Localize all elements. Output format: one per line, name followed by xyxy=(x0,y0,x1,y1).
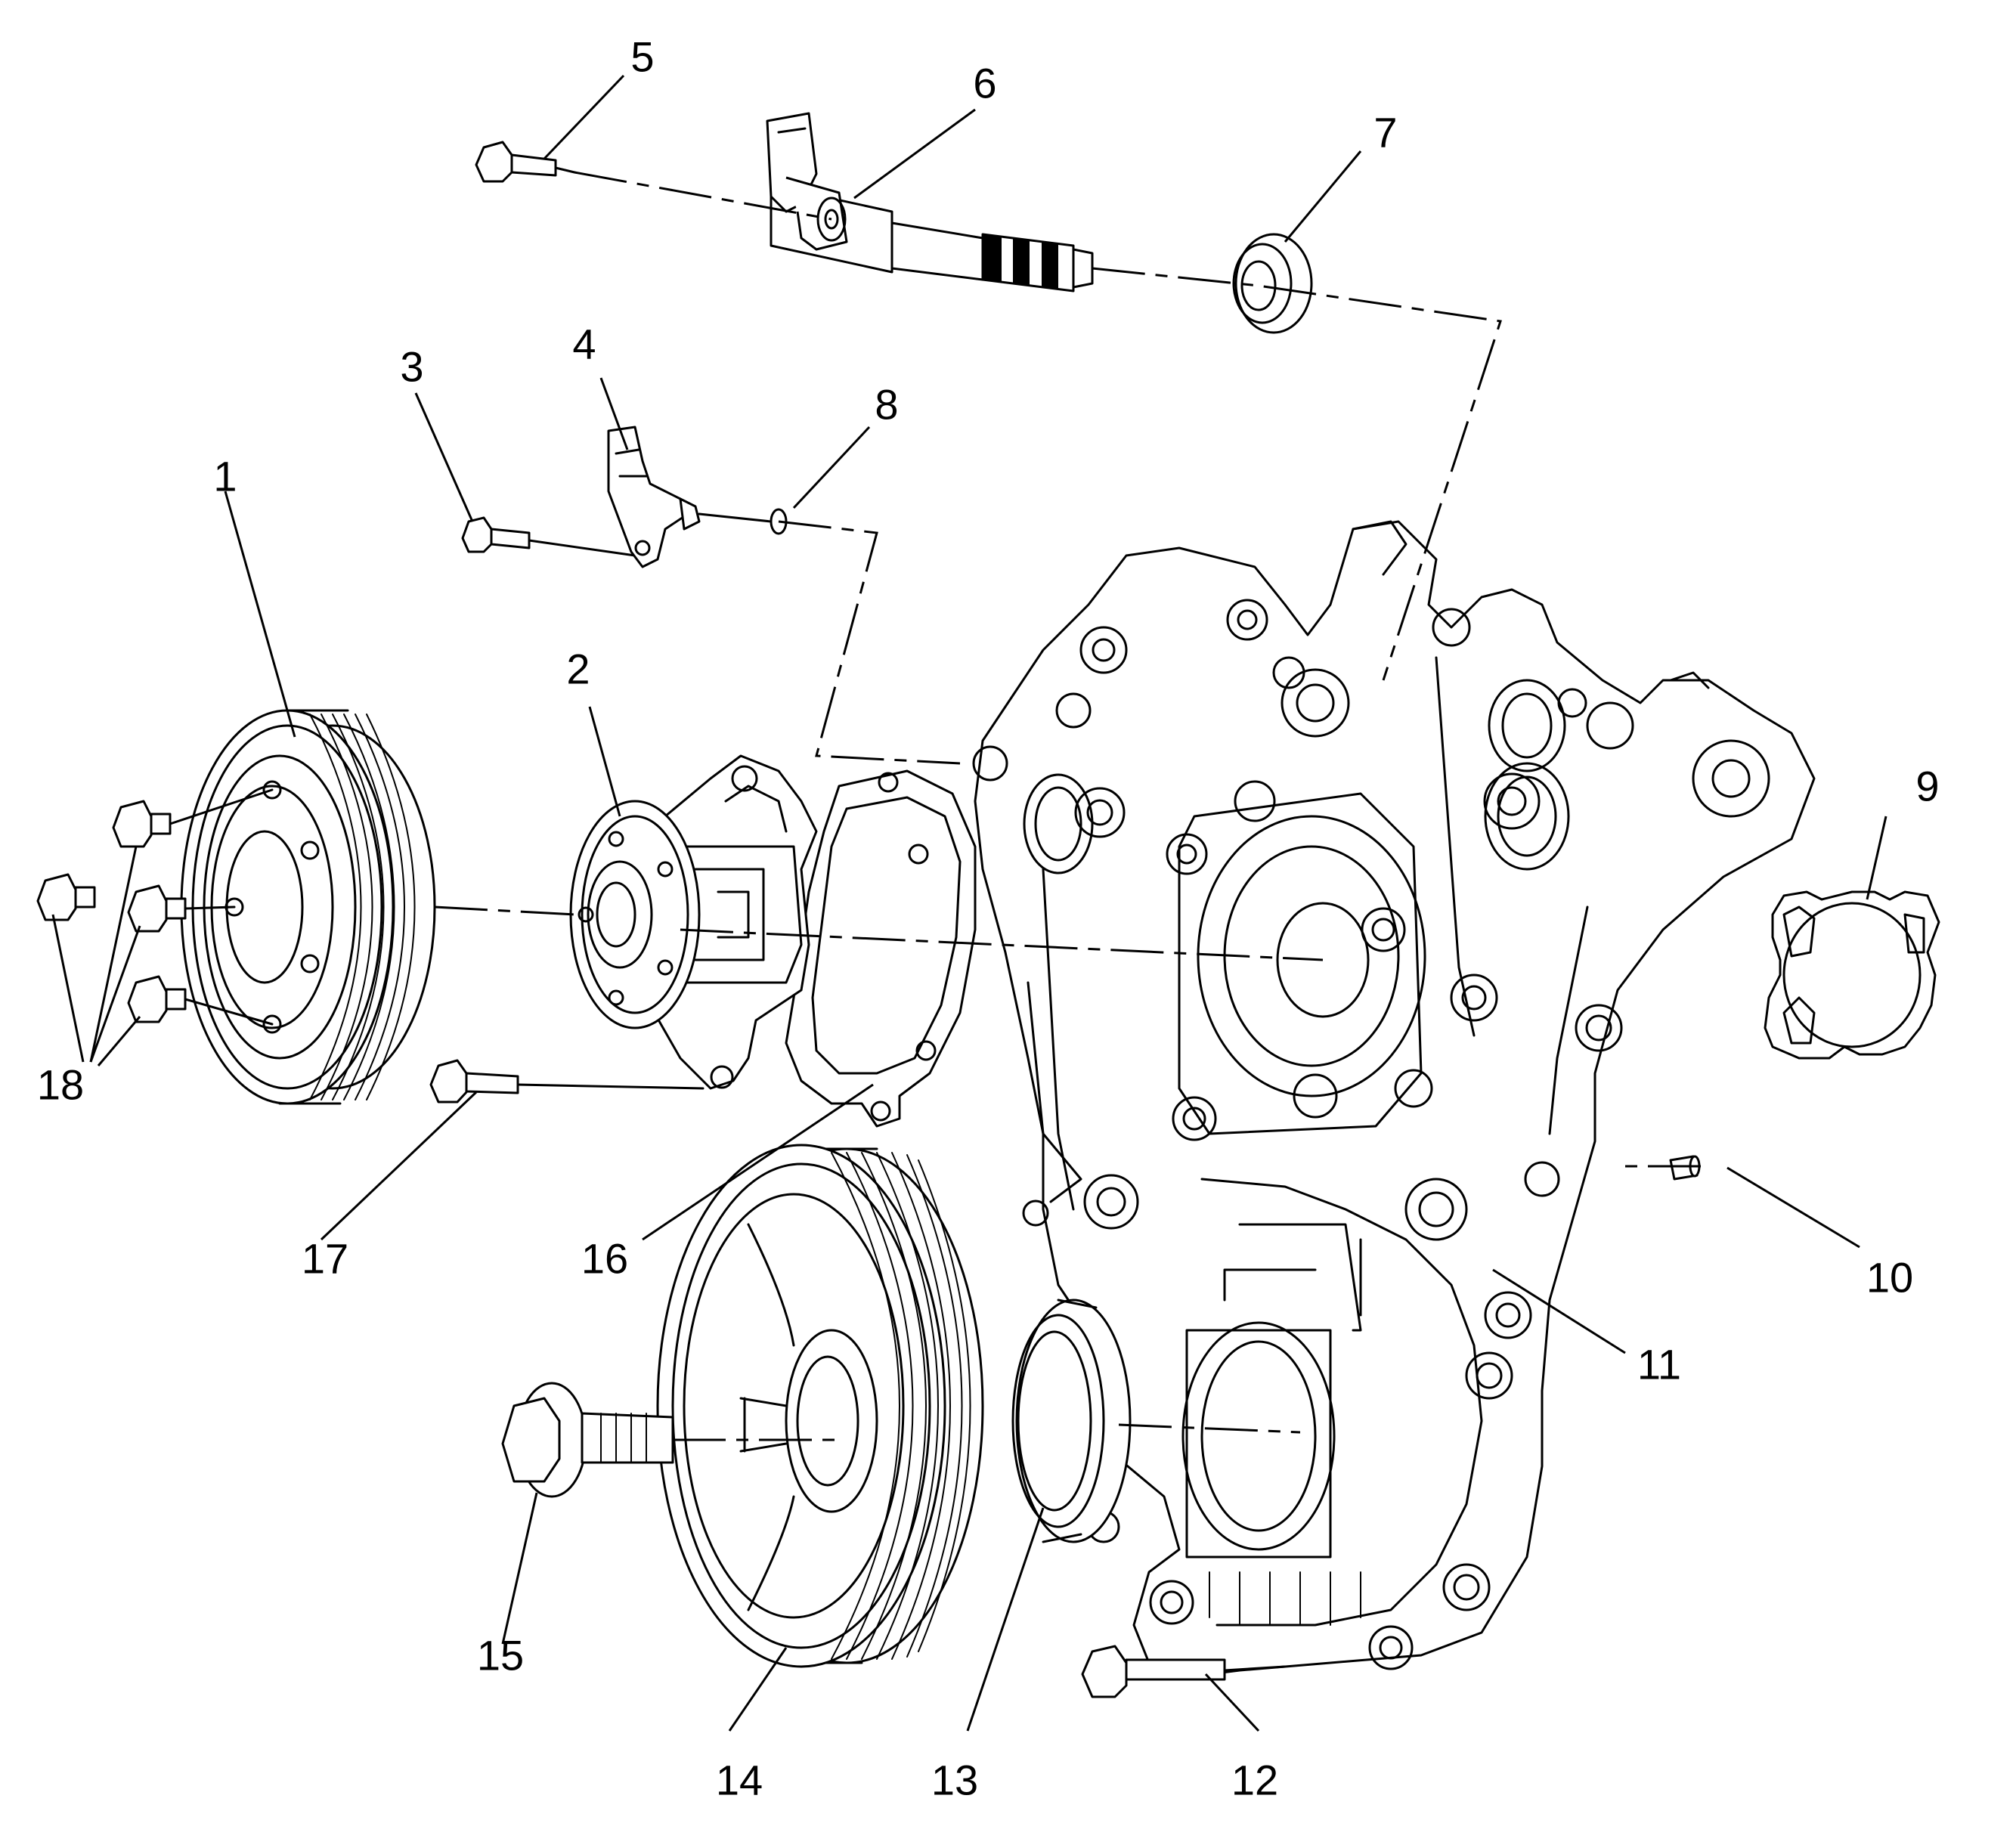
water-pump xyxy=(569,754,818,1090)
callout-18: 18 xyxy=(37,1061,84,1109)
water-pump-pulley xyxy=(180,709,436,1105)
sensor-bolt xyxy=(461,516,636,557)
callout-9: 9 xyxy=(1915,763,1939,810)
solenoid-seal xyxy=(1232,233,1313,334)
callout-5: 5 xyxy=(630,33,654,81)
callout-7: 7 xyxy=(1373,109,1397,156)
front-crankshaft-seal xyxy=(1011,1299,1132,1543)
callout-17: 17 xyxy=(302,1235,348,1283)
callout-labels: 1 2 3 4 5 6 7 8 9 10 11 12 13 14 15 16 1… xyxy=(37,33,1940,1804)
callout-leader-lines xyxy=(51,74,1887,1732)
callout-3: 3 xyxy=(400,343,423,391)
cover-bolt xyxy=(1081,1645,1287,1698)
callout-13: 13 xyxy=(931,1757,978,1804)
callout-8: 8 xyxy=(875,381,898,429)
dowel-pin xyxy=(1669,1155,1701,1181)
callout-12: 12 xyxy=(1231,1757,1278,1804)
camshaft-actuator-solenoid xyxy=(766,112,1094,293)
callout-2: 2 xyxy=(566,645,590,693)
crankshaft-balancer xyxy=(656,1144,984,1668)
solenoid-bolt xyxy=(475,141,576,183)
engine-front-cover xyxy=(972,520,1816,1679)
callout-1: 1 xyxy=(213,453,237,500)
callout-16: 16 xyxy=(581,1235,628,1283)
camshaft-position-sensor xyxy=(607,426,773,568)
pulley-bolts xyxy=(36,788,274,1026)
callout-14: 14 xyxy=(716,1757,763,1804)
callout-11: 11 xyxy=(1637,1341,1681,1388)
water-pump-gasket xyxy=(785,769,977,1128)
balancer-bolt xyxy=(501,1382,674,1498)
callout-10: 10 xyxy=(1866,1254,1913,1302)
water-pump-bolt xyxy=(429,1059,705,1104)
water-outlet-seal xyxy=(1764,890,1940,1060)
assembly-center-lines xyxy=(434,171,1701,1441)
callout-15: 15 xyxy=(477,1632,524,1679)
callout-4: 4 xyxy=(572,320,596,368)
callout-6: 6 xyxy=(973,60,996,107)
